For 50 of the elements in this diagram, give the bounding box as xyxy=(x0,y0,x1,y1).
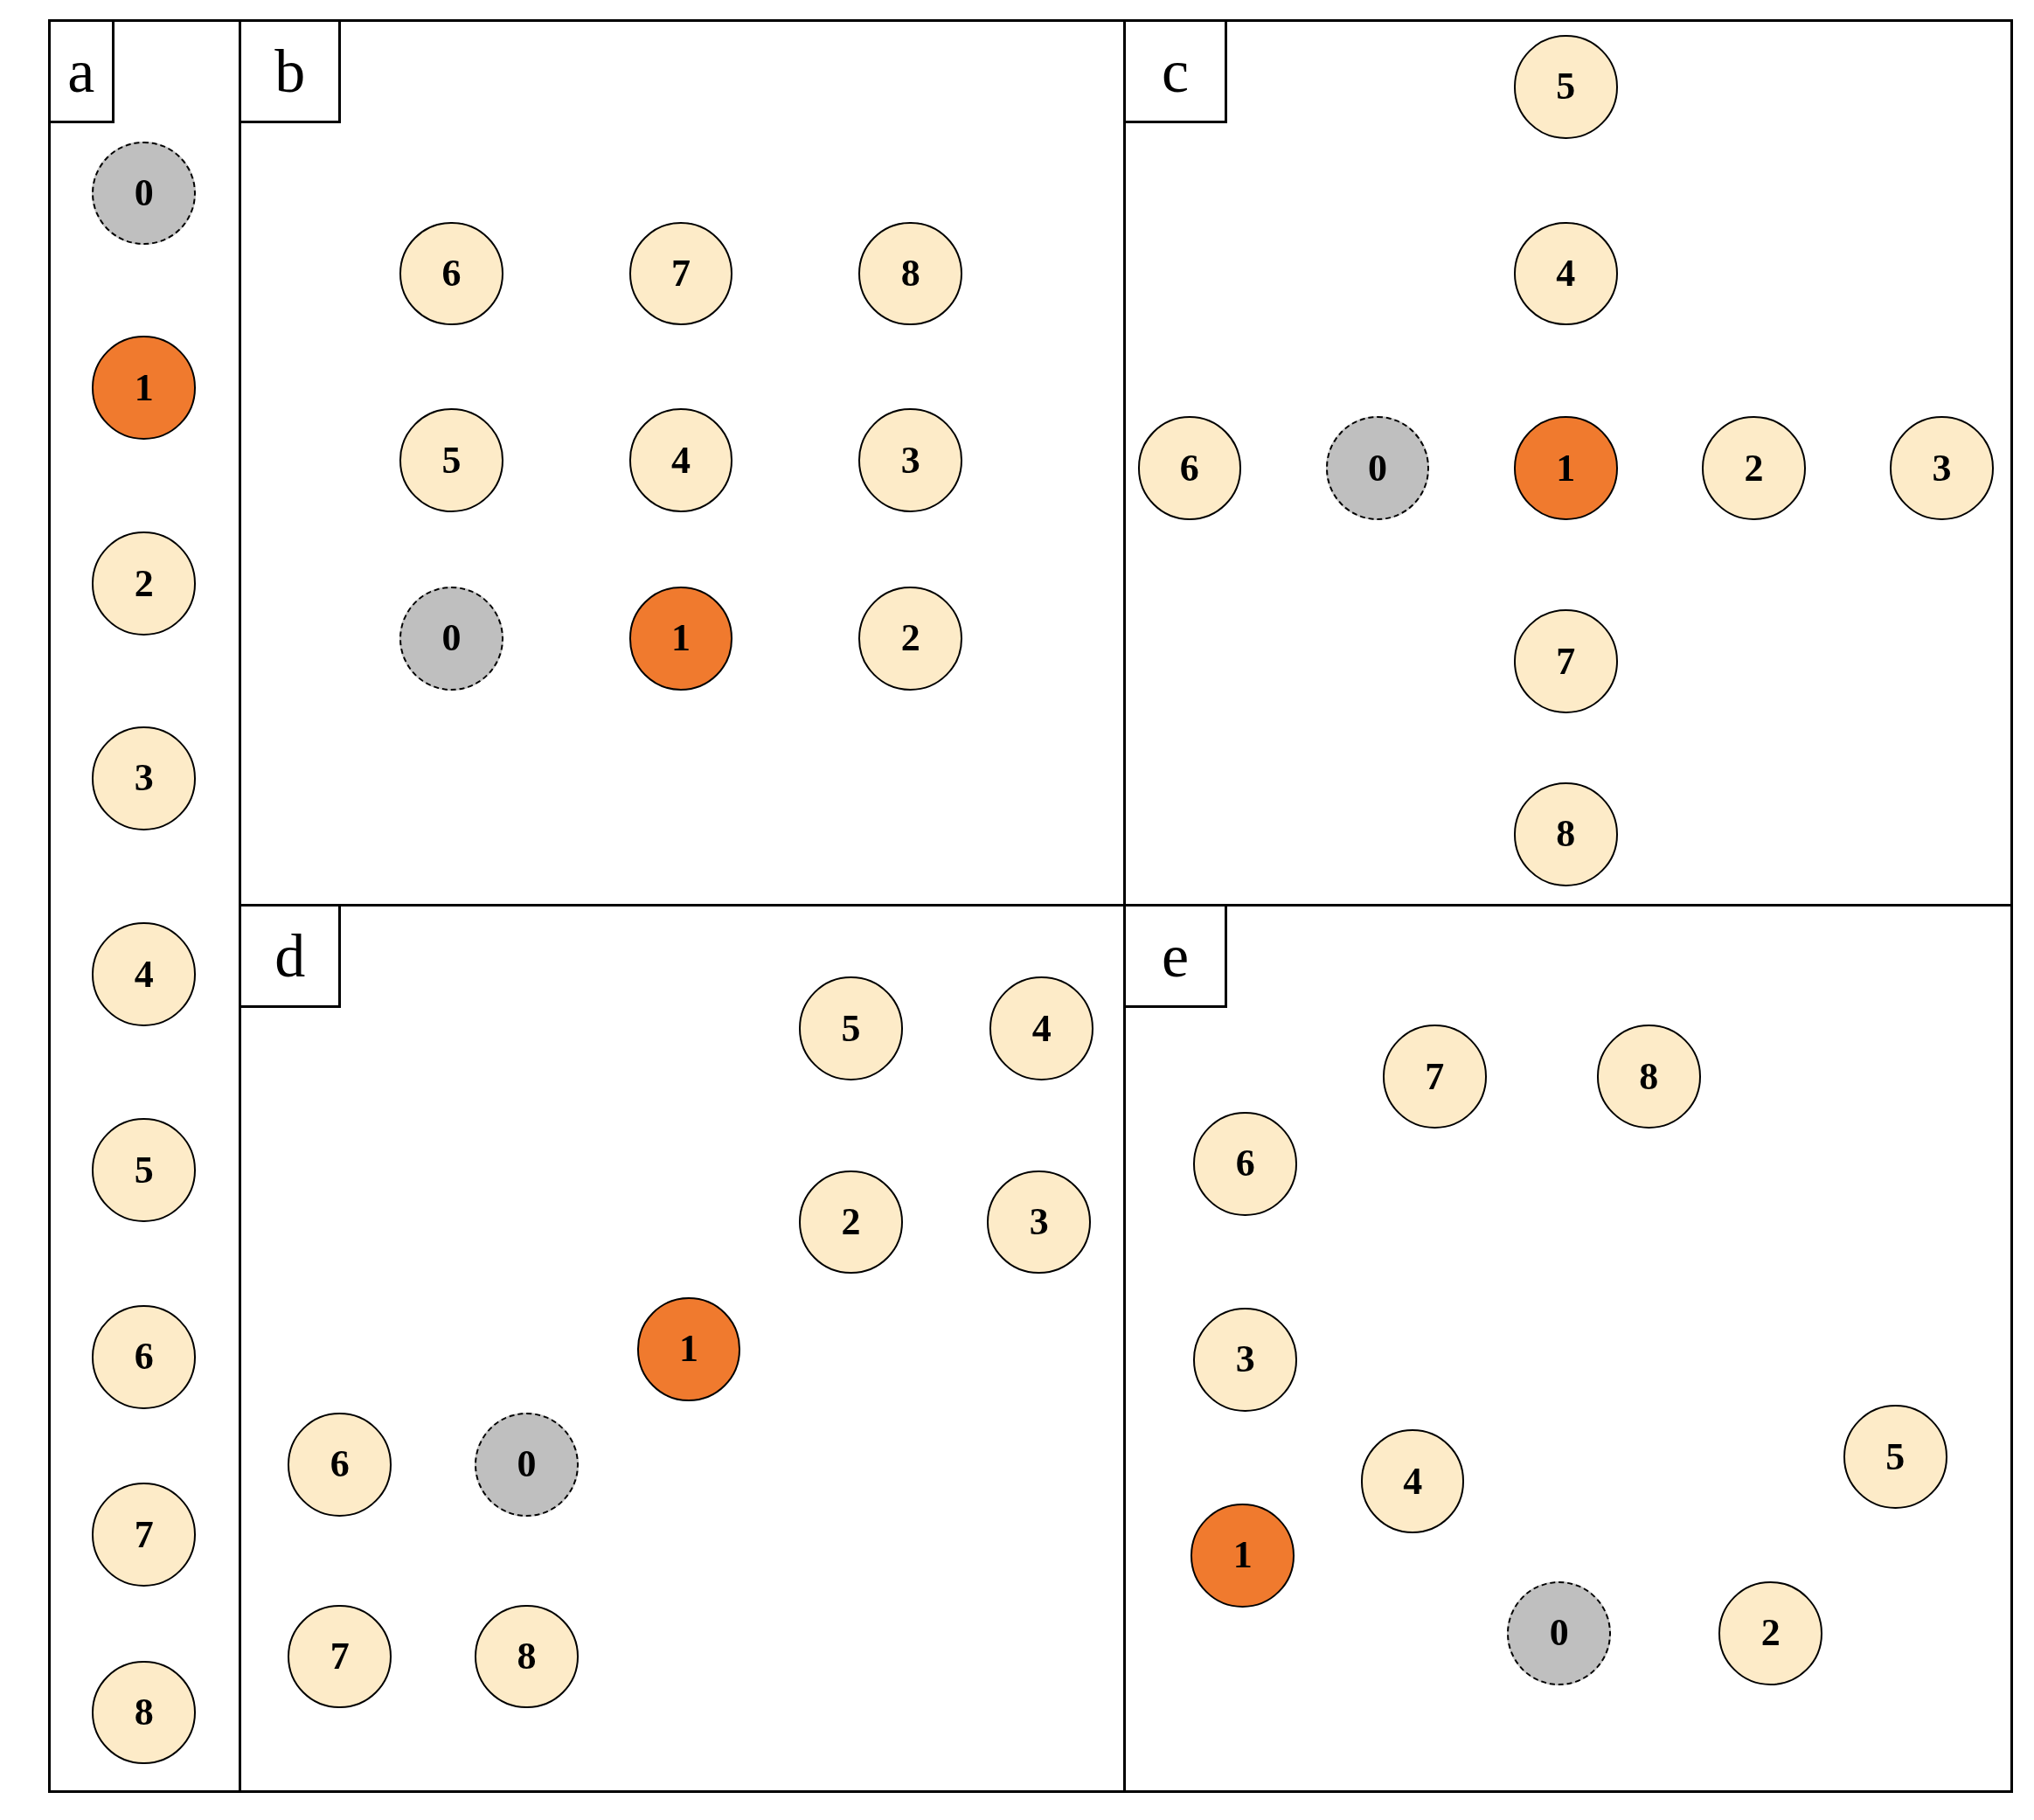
circle-label: 8 xyxy=(517,1637,537,1677)
circle-label: 0 xyxy=(1549,1614,1569,1653)
panel xyxy=(1123,904,2014,1793)
circle-label: 4 xyxy=(1403,1462,1423,1501)
panel-label: c xyxy=(1123,19,1227,123)
circle-label: 7 xyxy=(1556,642,1576,681)
circle-label: 0 xyxy=(441,619,462,658)
circle-label: 3 xyxy=(134,759,154,798)
circle-label: 0 xyxy=(1368,448,1388,488)
circle-label: 7 xyxy=(1425,1057,1445,1096)
circle-label: 1 xyxy=(671,619,691,658)
circle-label: 8 xyxy=(1556,815,1576,854)
circle-label: 6 xyxy=(441,254,462,294)
circle-label: 5 xyxy=(441,441,462,480)
circle-label: 7 xyxy=(134,1515,154,1554)
circle-label: 1 xyxy=(134,368,154,407)
panel-label: b xyxy=(239,19,342,123)
panel-label: e xyxy=(1123,904,1227,1009)
circle-label: 5 xyxy=(841,1009,861,1048)
circle-label: 5 xyxy=(1556,67,1576,107)
circle-label: 3 xyxy=(1029,1202,1049,1241)
circle-label: 4 xyxy=(671,441,691,480)
circle-label: 4 xyxy=(1031,1009,1052,1048)
circle-label: 6 xyxy=(330,1445,350,1484)
circle-label: 0 xyxy=(517,1445,537,1484)
circle-label: 1 xyxy=(679,1330,698,1369)
circle-label: 6 xyxy=(1179,448,1199,488)
circle-label: 2 xyxy=(900,619,920,658)
circle-label: 4 xyxy=(1556,254,1576,294)
circle-label: 8 xyxy=(134,1692,154,1732)
circle-label: 1 xyxy=(1232,1536,1253,1575)
circle-label: 3 xyxy=(1932,448,1952,488)
circle-label: 5 xyxy=(134,1150,154,1190)
circle-label: 2 xyxy=(841,1202,861,1241)
circle-label: 6 xyxy=(134,1337,154,1377)
circle-label: 4 xyxy=(134,955,154,994)
circle-label: 5 xyxy=(1885,1437,1906,1476)
circle-label: 2 xyxy=(1744,448,1764,488)
circle-label: 7 xyxy=(671,254,691,294)
circle-label: 3 xyxy=(1235,1340,1255,1379)
circle-label: 1 xyxy=(1556,448,1576,488)
panel-label: d xyxy=(239,904,342,1009)
circle-label: 0 xyxy=(134,174,154,213)
circle-label: 8 xyxy=(900,254,920,294)
circle-label: 7 xyxy=(330,1637,350,1677)
circle-label: 3 xyxy=(900,441,920,480)
circle-label: 8 xyxy=(1639,1057,1659,1096)
circle-label: 6 xyxy=(1235,1144,1255,1184)
circle-label: 2 xyxy=(1760,1614,1781,1653)
circle-label: 2 xyxy=(134,564,154,603)
